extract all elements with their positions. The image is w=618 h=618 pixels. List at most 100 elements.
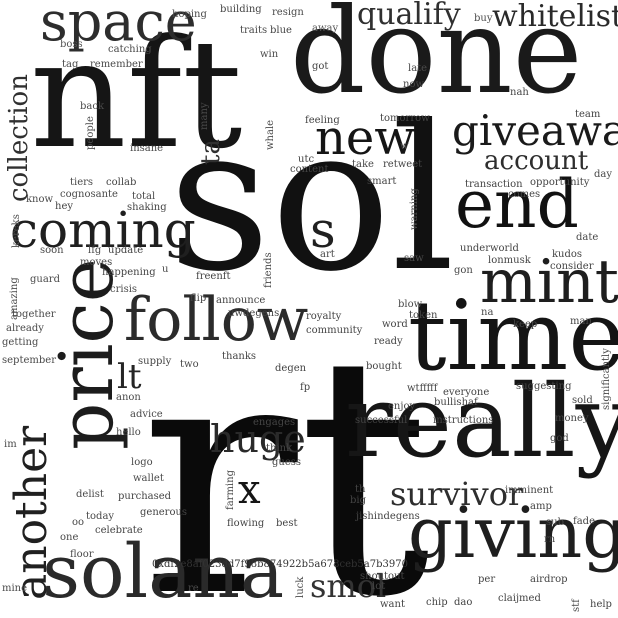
word-tiers: tiers xyxy=(70,177,94,188)
word-blow: blow xyxy=(398,299,423,310)
word-sol: sol xyxy=(168,83,456,316)
word-date: date xyxy=(576,232,599,243)
word-supply: supply xyxy=(138,356,172,367)
word-update: update xyxy=(108,245,144,256)
word-shoutout: shoutout xyxy=(360,571,405,582)
word-another: another xyxy=(6,425,57,600)
word-engages: engages xyxy=(253,417,296,428)
word-survivor: survivor xyxy=(390,475,524,513)
word-tag: tag xyxy=(62,59,79,70)
word-u: u xyxy=(162,264,169,275)
word-together: together xyxy=(12,309,56,320)
word-ta: ta xyxy=(196,139,226,165)
word-na: na xyxy=(481,307,494,318)
word-people: people xyxy=(85,116,96,150)
word-stf: stf xyxy=(571,599,582,612)
word-september: september xyxy=(2,355,56,366)
word-nah: nah xyxy=(510,87,529,98)
word-flip: flip xyxy=(190,293,207,304)
word-luck: luck xyxy=(295,576,306,598)
word-art: art xyxy=(320,249,335,260)
word-hey: hey xyxy=(55,201,74,212)
word-suggesting: suggesting xyxy=(516,381,572,392)
word-today: today xyxy=(86,511,115,522)
word-money: money xyxy=(555,413,589,424)
word-whitelist: whitelist xyxy=(492,0,618,34)
word-late: late xyxy=(408,63,428,74)
word-total: total xyxy=(132,191,156,202)
word-guard: guard xyxy=(30,274,60,285)
word-one: one xyxy=(60,532,79,543)
word-already: already xyxy=(6,323,44,334)
word-remember: remember xyxy=(90,59,143,70)
word-s: s xyxy=(310,201,336,259)
word-solana: solana xyxy=(42,529,285,615)
word-w: w xyxy=(400,141,409,152)
word-degen: degen xyxy=(275,363,307,374)
word-content: content xyxy=(290,164,329,175)
word-getting: getting xyxy=(2,337,39,348)
word-god: god xyxy=(550,433,569,444)
word-soon: soon xyxy=(40,245,64,256)
word-giveaway: giveaway xyxy=(452,106,618,155)
word-warning: warning xyxy=(409,188,420,230)
word-qualify: qualify xyxy=(357,0,461,32)
word-resign: resign xyxy=(272,7,304,18)
word-fp: fp xyxy=(300,382,311,393)
word-best: best xyxy=(276,518,298,529)
word-rt: rt xyxy=(140,285,431,618)
word-ready: ready xyxy=(374,336,403,347)
word-anon: anon xyxy=(116,392,141,403)
word-x: x xyxy=(238,467,261,513)
word-back: back xyxy=(80,101,105,112)
word-guess: guess xyxy=(272,457,302,468)
word-oo: oo xyxy=(72,517,85,528)
word-th: th xyxy=(355,484,366,495)
word-generous: generous xyxy=(140,507,188,518)
word-gon: gon xyxy=(454,265,473,276)
word-logo: logo xyxy=(131,457,153,468)
word-lfg: lfg xyxy=(88,245,102,256)
word-purchased: purchased xyxy=(118,491,172,502)
word-enjoy: enjoy xyxy=(388,401,416,412)
word-utc: utc xyxy=(298,154,315,165)
word-insane: insane xyxy=(130,143,164,154)
word-lt: lt xyxy=(117,357,142,397)
word-significantly: significantly xyxy=(601,348,612,410)
word-new: new xyxy=(315,110,416,166)
word-account: account xyxy=(484,146,589,176)
word-wtfffff: wtfffff xyxy=(407,383,438,394)
word-win: win xyxy=(260,49,279,60)
word-building: building xyxy=(220,4,262,15)
word-team: team xyxy=(575,109,601,120)
word-word: word xyxy=(382,319,408,330)
word-sold: sold xyxy=(572,395,593,406)
word-got: got xyxy=(312,61,329,72)
word-consider: consider xyxy=(550,261,594,272)
word-space: space xyxy=(40,0,197,53)
word-delist: delist xyxy=(76,489,104,500)
word-now: now xyxy=(403,79,425,90)
word-coming: coming xyxy=(10,201,196,259)
word-kereks: kereks xyxy=(11,214,22,248)
word-friends: friends xyxy=(263,252,274,288)
word-cognosante: cognosante xyxy=(60,189,118,200)
word-dao: dao xyxy=(454,597,473,608)
word-uwdegens: uwdegens xyxy=(228,308,280,319)
word-farming: farming xyxy=(225,470,236,510)
word-moves: moves xyxy=(80,257,113,268)
word-announce: announce xyxy=(216,295,266,306)
word-mine: mine xyxy=(2,583,28,594)
word-advice: advice xyxy=(130,409,163,420)
word-re: re xyxy=(188,583,199,594)
word-done: done xyxy=(290,0,583,120)
word-huge: huge xyxy=(210,417,306,461)
word-bought: bought xyxy=(366,361,402,372)
word-traits: traits xyxy=(240,25,268,36)
word-shaking: shaking xyxy=(127,202,167,213)
word-keep: keep xyxy=(513,319,538,330)
word-want: want xyxy=(380,599,405,610)
word-smart: smart xyxy=(367,176,397,187)
word-sub: sub xyxy=(546,517,564,528)
